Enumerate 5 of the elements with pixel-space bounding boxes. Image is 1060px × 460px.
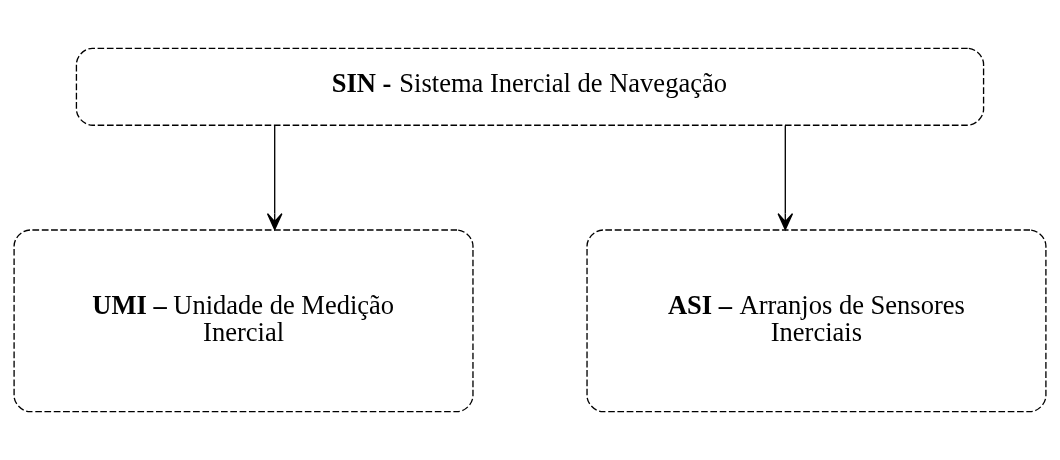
node-box: ASI – Arranjos de Sensores Inerciais <box>586 229 1047 413</box>
node-box: UMI – Unidade de Medição Inercial <box>13 229 474 413</box>
node-box: SIN - Sistema Inercial de Navegação <box>75 47 985 126</box>
arrow <box>777 124 794 231</box>
arrow <box>266 124 283 231</box>
